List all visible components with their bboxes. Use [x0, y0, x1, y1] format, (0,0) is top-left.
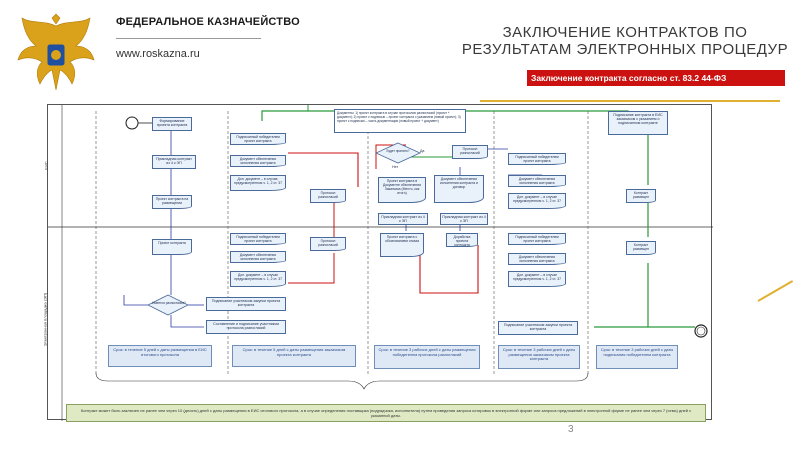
doc-signed-contract-2: Подписанный победителем проект контракта	[230, 233, 286, 245]
step-form-contract: Формирование проекта контракта	[152, 117, 192, 131]
no-label: Нет	[392, 165, 399, 169]
step-attach-contract: Прикладная контракт из 4 к ЭП	[152, 155, 196, 169]
decision-accepted: Будет принято?	[386, 149, 410, 153]
doc-extra-4: Доп. документ – в случае предусмотренном…	[508, 271, 566, 287]
double-headed-eagle-emblem	[17, 13, 95, 91]
deadline-1: Срок: в течение 5 дней с даты размещения…	[108, 345, 212, 367]
diagram-lines	[48, 105, 713, 421]
doc-extra-3: Доп. документ – в случае предусмотренном…	[508, 193, 566, 209]
decision-disagreements: Имеется разногласия?	[152, 301, 186, 305]
lane-label-eis: ЕИС	[43, 161, 49, 170]
doc-protocol-3: Протокол разногласий	[452, 145, 488, 159]
doc-signed-contract-3: Подписанный победителем проект контракта	[508, 153, 566, 165]
brand-name: ФЕДЕРАЛЬНОЕ КАЗНАЧЕЙСТВО	[116, 16, 300, 28]
lane-label-ep: Электронная площадка (ЭП)	[42, 292, 48, 347]
step-participant-sign: Подписание участником закупки проекта ко…	[206, 297, 286, 311]
doc-security-and-agreement: Документ обеспечения исполнения контракт…	[434, 175, 484, 203]
doc-protocol-2: Протокол разногласий	[310, 237, 346, 251]
doc-contract-draft: Проект контракта	[152, 239, 192, 255]
doc-security-3: Документ обеспечения исполнения контракт…	[508, 175, 566, 187]
doc-contract-security: Проект контракта в Документе обеспечения…	[378, 177, 426, 203]
doc-security-4: Документ обеспечения исполнения контракт…	[508, 253, 566, 265]
footer-note: Контракт может быть заключен не ранее че…	[66, 404, 706, 422]
subtitle-banner: Заключение контракта согласно ст. 83.2 4…	[527, 70, 785, 86]
step-customer-sign: Подписание контракта в ЕИС заказчиком с …	[608, 111, 668, 135]
deadline-5: Срок: в течение 3 рабочих дней с даты по…	[596, 345, 678, 369]
doc-signed-contract-1: Подписанный победителем проект контракта	[230, 133, 286, 145]
doc-extra-2: Доп. документ – в случае предусмотренном…	[230, 271, 286, 287]
slide-title: ЗАКЛЮЧЕНИЕ КОНТРАКТОВ ПО РЕЗУЛЬТАТАМ ЭЛЕ…	[461, 24, 789, 58]
brand-url[interactable]: www.roskazna.ru	[116, 48, 200, 60]
doc-contract-placed: Проект контракта на размещении	[152, 195, 192, 209]
step-disagreement-protocol: Составление и подписание участником прот…	[206, 320, 286, 334]
doc-contract-rejection: Проект контракта с обоснованием отказа	[380, 233, 424, 257]
step-attach-2: Прикладная контракт из 4 к ЭП	[378, 213, 428, 225]
step-attach-3: Прикладная контракт из 4 к ЭП	[440, 213, 488, 225]
doc-contract-placed-eis: Контракт размещен	[626, 189, 656, 203]
doc-extra-1: Доп. документ – в случае, предусмотренно…	[230, 175, 286, 191]
deadline-2: Срок: в течение 5 дней с даты размещения…	[232, 345, 356, 367]
doc-contract-rework: Доработка проекта контракта	[446, 233, 478, 247]
doc-contract-placed-ep: Контракт размещен	[626, 241, 656, 255]
decorative-line	[757, 280, 794, 302]
doc-signed-contract-4: Подписанный победителем проект контракта	[508, 233, 566, 245]
title-underline	[480, 100, 780, 102]
doc-security-1: Документ обеспечения исполнения контракт…	[230, 155, 286, 167]
flow-diagram: ЕИС Электронная площадка (ЭП) Формирован…	[42, 104, 713, 421]
doc-security-2: Документ обеспечения исполнения контракт…	[230, 251, 286, 263]
yes-label: Да	[420, 149, 425, 153]
page-number: 3	[568, 424, 574, 435]
step-participant-sign-2: Подписание участником закупки проекта ко…	[498, 321, 578, 335]
brand-divider	[116, 38, 261, 39]
doc-protocol-1: Протокол разногласий	[310, 189, 346, 203]
documents-note: Документы: 1) проект контракта в случае …	[334, 109, 466, 133]
deadline-4: Срок: в течение 3 рабочих дней с даты ра…	[498, 345, 580, 369]
deadline-3: Срок: в течение 3 рабочих дней с даты ра…	[374, 345, 480, 369]
